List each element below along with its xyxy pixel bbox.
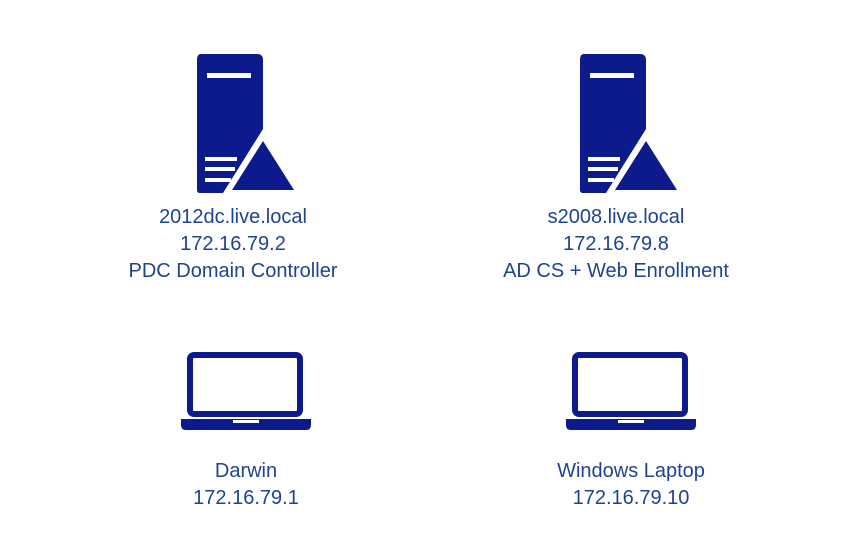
hostname: Windows Laptop — [557, 460, 705, 482]
laptop-icon — [181, 352, 311, 430]
node-label: Darwin 172.16.79.1 — [146, 458, 346, 512]
server-icon — [580, 54, 679, 193]
server-icon — [197, 54, 296, 193]
hostname: s2008.live.local — [547, 206, 685, 228]
ip-address: 172.16.79.10 — [572, 487, 690, 509]
node-label: 2012dc.live.local 172.16.79.2 PDC Domain… — [103, 204, 363, 285]
ip-address: 172.16.79.1 — [193, 487, 299, 509]
hostname: 2012dc.live.local — [159, 206, 307, 228]
role: AD CS + Web Enrollment — [503, 260, 729, 282]
role: PDC Domain Controller — [128, 260, 338, 282]
ip-address: 172.16.79.2 — [180, 233, 286, 255]
ip-address: 172.16.79.8 — [563, 233, 669, 255]
laptop-icon — [566, 352, 696, 430]
node-label: Windows Laptop 172.16.79.10 — [511, 458, 751, 512]
hostname: Darwin — [214, 460, 278, 482]
node-label: s2008.live.local 172.16.79.8 AD CS + Web… — [476, 204, 756, 285]
